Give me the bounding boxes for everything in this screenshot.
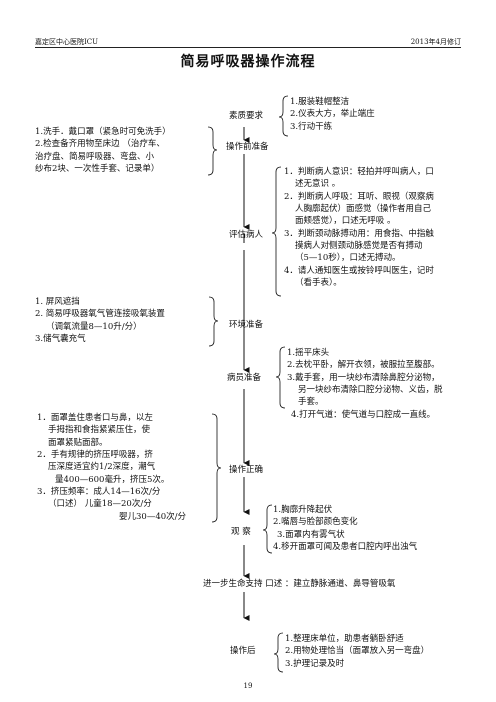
list-item: 1.服装鞋帽整洁 — [290, 97, 350, 107]
list-item: 3．挤压频率：成人14—16次/分 — [37, 486, 161, 497]
list-item: 1．判断病人意识：轻拍并呼叫病人，口 — [284, 167, 434, 177]
page-title: 简易呼吸器操作流程 — [180, 54, 316, 70]
step-after: 操作后 — [230, 646, 256, 656]
list-item: 摸病人对侧颈动脉感觉是否有搏动 — [295, 240, 423, 251]
list-item: 3．判断颈动脉搏动用：用食指、中指触 — [284, 228, 434, 239]
list-item: 3.行动干练 — [290, 121, 333, 132]
list-item: 2．判断病人呼吸：耳听、眼视（观察病 — [284, 191, 434, 202]
brace-preparation — [207, 126, 218, 176]
header-rule — [35, 47, 461, 48]
list-item: 手套。 — [298, 397, 324, 408]
step-assess: 评估病人 — [229, 230, 264, 240]
list-item: 面罩紧贴面部。 — [48, 437, 108, 448]
list-item: 3.储气囊充气 — [35, 333, 86, 344]
page-number: 19 — [243, 682, 253, 690]
list-item: 4.移开面罩可闻及患者口腔内呼出浊气 — [273, 541, 418, 552]
brace-after — [273, 632, 284, 673]
list-item: （调氧流量8—10升/分） — [46, 321, 142, 332]
brace-environment — [208, 296, 219, 347]
brace-assess — [271, 166, 282, 297]
list-item: 1.摇平床头 — [287, 348, 330, 358]
list-item: 3.护理记录及时 — [285, 658, 345, 669]
observe-list: 1.胸廓升降起伏 2.嘴唇与脸部颜色变化 3.面罩内有雾气状 4.移开面罩可闻及… — [273, 504, 417, 553]
list-item: 人胸廓起伏）面感觉（操作者用自己 — [295, 203, 432, 214]
list-item: 4．请人通知医生或按铃呼叫医生，记时 — [284, 265, 434, 276]
list-item: 量400—600毫升，挤压5次。 — [55, 474, 170, 485]
list-item: （5—10秒），口述无搏动。 — [295, 253, 401, 264]
quality-list: 1.服装鞋帽整洁 2.仪表大方，举止端庄 3.行动干练 — [290, 96, 375, 133]
list-item: 2.嘴唇与脸部颜色变化 — [273, 517, 358, 528]
list-item: （口述） 儿童18—20次/分 — [48, 499, 152, 510]
list-item: 2.检查备齐用物至床边 （治疗车、 — [35, 139, 165, 150]
list-item: 2. 简易呼吸器氧气管连接吸氧装置 — [35, 309, 165, 320]
step-quality: 素质要求 — [229, 111, 264, 121]
operation-list: 1．面罩盖住患者口与鼻，以左 手拇指和食指紧紧压住，使 面罩紧贴面部。 2．手有… — [37, 412, 186, 523]
list-item: 压深度适宜约1/2深度，潮气 — [48, 462, 156, 473]
header-right: 2013年4月修订 — [410, 38, 461, 46]
list-item: 2.去枕平卧，解开衣领，被服拉至腹部。 — [287, 360, 440, 371]
brace-observe — [262, 504, 273, 554]
step-observe: 观 察 — [231, 527, 251, 537]
brace-quality — [278, 95, 289, 137]
brace-patient — [275, 346, 286, 409]
list-item: 1.胸廓升降起伏 — [273, 505, 333, 515]
brace-operation — [211, 413, 222, 523]
step-patient: 病员准备 — [227, 373, 262, 383]
list-item: 1. 屏风遮挡 — [35, 297, 80, 307]
list-item: 面颊感觉），口述无呼吸 。 — [295, 216, 396, 227]
after-list: 1.整理床单位，助患者躺卧舒适 2.用物处理恰当（面罩放入另一弯盘） 3.护理记… — [285, 633, 429, 670]
header-left: 嘉定区中心医院ICU — [35, 38, 99, 46]
patient-list: 1.摇平床头 2.去枕平卧，解开衣领，被服拉至腹部。 3.戴手套，用一块纱布清除… — [287, 347, 443, 421]
list-item: 手拇指和食指紧紧压住，使 — [48, 425, 151, 436]
list-item: 1.整理床单位，助患者躺卧舒适 — [285, 634, 404, 644]
step-operation: 操作正确 — [229, 465, 264, 475]
step-further-life-support: 进一步生命支持 口述 ：建立静脉通道、鼻导管吸氧 — [203, 579, 396, 589]
list-item: 述无意识 。 — [295, 179, 341, 190]
list-item: 1.洗手．戴口罩（紧急时可免洗手） — [35, 127, 171, 137]
step-environment: 环境准备 — [229, 320, 264, 330]
list-item: （看手表）。 — [295, 277, 342, 288]
list-item: 婴儿30—40次/分 — [119, 511, 186, 522]
list-item: 2.用物处理恰当（面罩放入另一弯盘） — [285, 646, 430, 657]
list-item: 另一块纱布清除口腔分泌物、义齿，脱 — [298, 384, 443, 395]
preparation-list: 1.洗手．戴口罩（紧急时可免洗手） 2.检查备齐用物至床边 （治疗车、 治疗盘、… — [35, 126, 171, 175]
step-preparation: 操作前准备 — [226, 142, 269, 152]
list-item: 1．面罩盖住患者口与鼻，以左 — [37, 413, 153, 423]
environment-list: 1. 屏风遮挡 2. 简易呼吸器氧气管连接吸氧装置 （调氧流量8—10升/分） … — [35, 296, 165, 345]
list-item: 3.戴手套，用一块纱布清除鼻腔分泌物， — [287, 372, 440, 383]
list-item: 2.仪表大方，举止端庄 — [290, 109, 375, 120]
list-item: 纱布2块、一次性手套、记录单） — [35, 163, 160, 174]
list-item: 治疗盘、简易呼吸器、弯盘、小 — [35, 151, 155, 162]
list-item: 4.打开气道：使气道与口腔成一直线。 — [291, 409, 436, 420]
list-item: 3.面罩内有雾气状 — [277, 529, 345, 540]
list-item: 2．手有规律的挤压呼吸器，挤 — [37, 449, 153, 460]
assess-list: 1．判断病人意识：轻拍并呼叫病人，口 述无意识 。 2．判断病人呼吸：耳听、眼视… — [284, 166, 434, 289]
